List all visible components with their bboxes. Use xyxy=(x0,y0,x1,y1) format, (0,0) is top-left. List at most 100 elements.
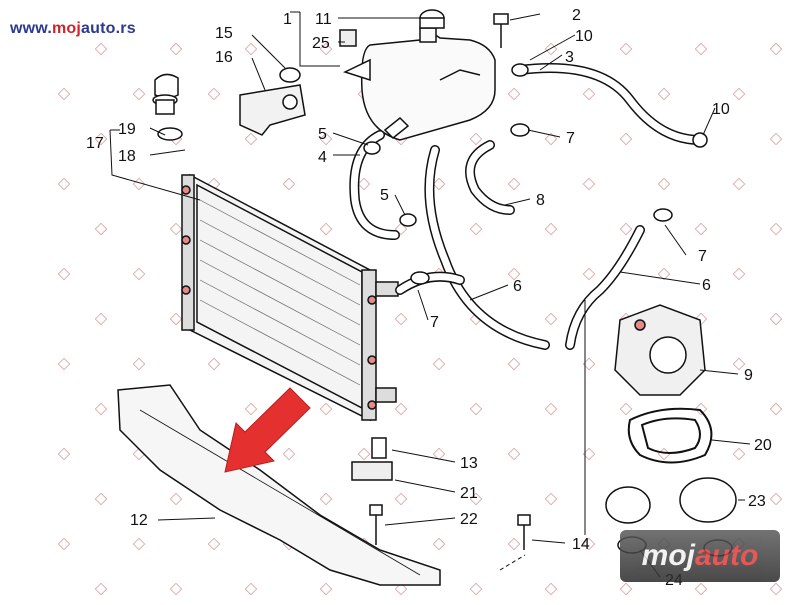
watermark-mark xyxy=(732,87,746,101)
watermark-mark xyxy=(282,177,296,191)
callout-6: 6 xyxy=(702,277,711,294)
watermark-mark xyxy=(169,582,183,596)
watermark-mark xyxy=(94,312,108,326)
callout-18: 18 xyxy=(118,148,136,165)
watermark-mark xyxy=(769,312,783,326)
watermark-mark xyxy=(94,492,108,506)
watermark-mark xyxy=(132,87,146,101)
watermark-mark xyxy=(432,447,446,461)
callout-20: 20 xyxy=(754,437,772,454)
bracket-icon xyxy=(239,67,306,136)
watermark-mark xyxy=(94,582,108,596)
watermark-mark xyxy=(657,177,671,191)
watermark-mark xyxy=(544,312,558,326)
watermark-mark xyxy=(732,357,746,371)
callout-16: 16 xyxy=(215,49,233,66)
watermark-mark xyxy=(732,447,746,461)
watermark-mark xyxy=(732,177,746,191)
watermark-mark xyxy=(57,267,71,281)
watermark-mark xyxy=(544,222,558,236)
watermark-mark xyxy=(94,42,108,56)
watermark-mark xyxy=(769,492,783,506)
callout-7: 7 xyxy=(566,130,575,147)
callout-13: 13 xyxy=(460,455,478,472)
crossmember-icon xyxy=(117,384,441,586)
callout-10b: 10 xyxy=(712,101,730,118)
watermark-mark xyxy=(769,42,783,56)
watermark-mark xyxy=(582,537,596,551)
watermark-mark xyxy=(507,537,521,551)
thermostat-housing-icon xyxy=(614,304,706,396)
callout-21: 21 xyxy=(460,485,478,502)
watermark-mark xyxy=(57,447,71,461)
watermark-mark xyxy=(244,132,258,146)
watermark-mark xyxy=(544,42,558,56)
watermark-mark xyxy=(394,402,408,416)
watermark-mark xyxy=(544,582,558,596)
callout-3: 3 xyxy=(565,49,574,66)
watermark-mark xyxy=(432,357,446,371)
callout-labels: 1 11 25 2 10 3 10 15 16 17 19 18 5 4 5 7… xyxy=(86,7,772,589)
watermark-mark xyxy=(57,87,71,101)
bolt-icon xyxy=(351,13,531,550)
watermark-mark xyxy=(619,132,633,146)
watermark-mark xyxy=(582,267,596,281)
watermark-mark xyxy=(57,537,71,551)
watermark-mark xyxy=(507,447,521,461)
watermark-mark xyxy=(619,42,633,56)
callout-22: 22 xyxy=(460,511,478,528)
watermark-mark xyxy=(694,582,708,596)
watermark-mark xyxy=(169,312,183,326)
watermark-mark xyxy=(769,402,783,416)
callout-12: 12 xyxy=(130,512,148,529)
watermark-mark xyxy=(132,177,146,191)
callout-8: 8 xyxy=(536,192,545,209)
watermark-mark xyxy=(769,222,783,236)
watermark-mark xyxy=(319,402,333,416)
watermark-mark xyxy=(657,87,671,101)
callout-5: 5 xyxy=(318,126,327,143)
watermark-mark xyxy=(657,267,671,281)
callout-10: 10 xyxy=(575,28,593,45)
watermark-mark xyxy=(732,267,746,281)
cap-icon xyxy=(152,9,445,141)
site-url[interactable]: www.mojauto.rs xyxy=(10,20,136,37)
watermark-mark xyxy=(319,492,333,506)
watermark-mark xyxy=(769,582,783,596)
watermark-mark xyxy=(319,222,333,236)
callout-5b: 5 xyxy=(380,187,389,204)
watermark-mark xyxy=(132,357,146,371)
watermark-mark xyxy=(507,87,521,101)
watermark-mark xyxy=(357,447,371,461)
watermark-mark xyxy=(582,357,596,371)
watermark-mark xyxy=(694,222,708,236)
watermark-mark xyxy=(94,132,108,146)
watermark-mark xyxy=(582,177,596,191)
watermark-mark xyxy=(169,42,183,56)
watermark-mark xyxy=(244,582,258,596)
callout-2: 2 xyxy=(572,7,581,24)
watermark-mark xyxy=(469,132,483,146)
watermark-mark xyxy=(582,447,596,461)
callout-1: 1 xyxy=(283,11,292,28)
watermark-mark xyxy=(282,447,296,461)
watermark-mark xyxy=(432,177,446,191)
watermark-mark xyxy=(169,222,183,236)
watermark-mark xyxy=(394,312,408,326)
watermark-mark xyxy=(394,582,408,596)
callout-25: 25 xyxy=(312,35,330,52)
watermark-mark xyxy=(694,42,708,56)
watermark-mark xyxy=(469,582,483,596)
watermark-mark xyxy=(469,402,483,416)
watermark-mark xyxy=(94,402,108,416)
watermark-mark xyxy=(619,402,633,416)
watermark-mark xyxy=(507,177,521,191)
callout-11: 11 xyxy=(315,11,332,28)
watermark-mark xyxy=(769,132,783,146)
watermark-mark xyxy=(694,402,708,416)
callout-14: 14 xyxy=(572,536,590,553)
watermark-mark xyxy=(469,222,483,236)
arrow-icon xyxy=(224,387,311,473)
watermark-mark xyxy=(619,582,633,596)
